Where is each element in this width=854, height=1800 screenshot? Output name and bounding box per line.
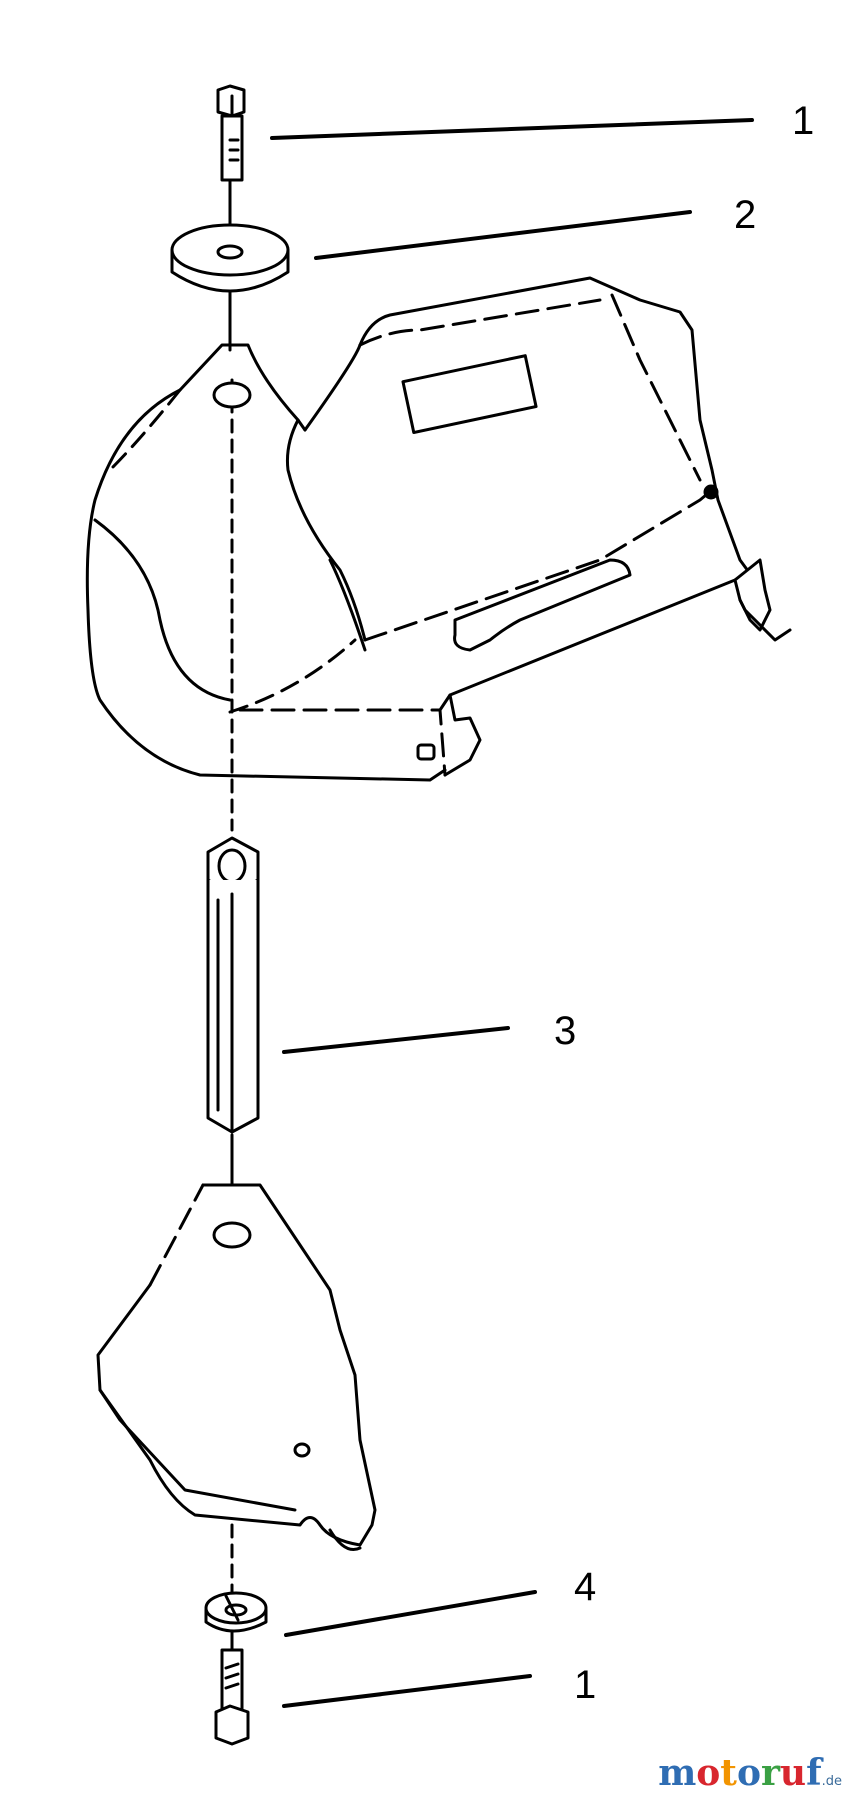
- watermark-letter: t: [720, 1752, 737, 1794]
- watermark-letter: u: [779, 1752, 807, 1794]
- watermark-suffix: .de: [821, 1774, 842, 1789]
- watermark-letter: m: [658, 1752, 697, 1794]
- callout-3: 3: [554, 1009, 576, 1053]
- bolt-bottom-part: [214, 1648, 250, 1746]
- callout-4: 4: [574, 1565, 596, 1609]
- bolt-top-part: [216, 84, 246, 182]
- callout-1-top: 1: [792, 99, 814, 143]
- callout-1-bottom: 1: [574, 1663, 596, 1707]
- watermark-letter: o: [736, 1752, 761, 1794]
- callout-2: 2: [734, 193, 756, 237]
- chute-housing-part: [85, 276, 792, 782]
- lock-washer-part: [204, 1591, 268, 1633]
- hex-spacer-part: [206, 836, 260, 1134]
- watermark-letter: f: [806, 1752, 822, 1794]
- leader-lines: [270, 118, 754, 1708]
- watermark-letter: o: [696, 1752, 721, 1794]
- thick-washer-part: [170, 223, 290, 293]
- lower-plate-part: [96, 1183, 377, 1551]
- motoruf-watermark-logo: motoruf.de: [658, 1752, 842, 1794]
- watermark-letter: r: [760, 1752, 780, 1794]
